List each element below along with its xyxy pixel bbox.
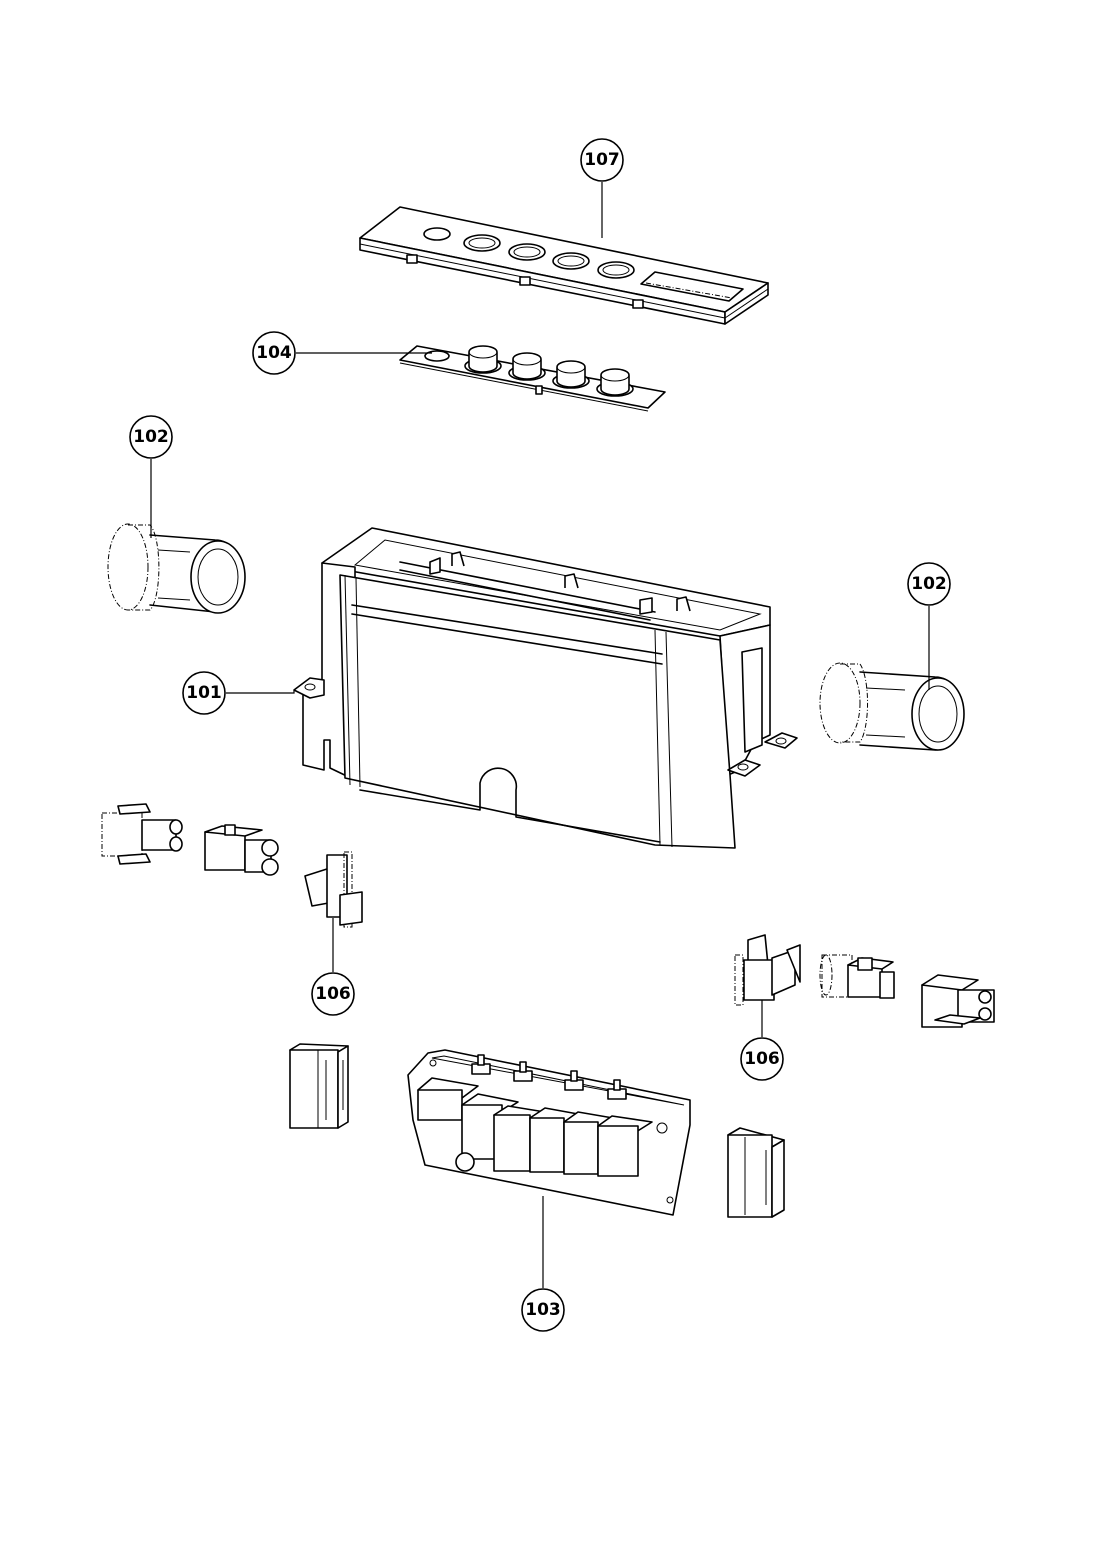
leader-lines (150, 182, 930, 1288)
left-connectors (101, 803, 279, 876)
callout-102-left: 102 (129, 415, 173, 459)
left-block (289, 1043, 349, 1129)
part-101-housing (293, 527, 798, 849)
callout-label: 103 (525, 1300, 561, 1320)
callout-label: 106 (744, 1049, 780, 1069)
callout-106-left: 106 (311, 972, 355, 1016)
callout-label: 106 (315, 984, 351, 1004)
pcb-tact-switches (471, 1054, 627, 1100)
pcb-relays (417, 1077, 653, 1177)
display-window (640, 271, 744, 302)
callout-label: 102 (911, 574, 947, 594)
callout-102-right: 102 (907, 562, 951, 606)
right-block (727, 1127, 785, 1218)
part-106-right-clip (734, 934, 801, 1006)
callout-label: 107 (584, 150, 620, 170)
callout-103: 103 (521, 1288, 565, 1332)
cover-button-holes (463, 234, 635, 279)
callout-107: 107 (580, 138, 624, 182)
callout-101: 101 (182, 671, 226, 715)
part-103-pcb (407, 1049, 691, 1216)
callout-label: 101 (186, 683, 222, 703)
push-buttons (464, 345, 634, 397)
callout-label: 104 (256, 343, 292, 363)
part-106-left-clip (304, 851, 363, 928)
callout-label: 102 (133, 427, 169, 447)
callout-104: 104 (252, 331, 296, 375)
part-102-right-holder (819, 662, 965, 751)
part-104-button-strip (399, 345, 666, 412)
right-connectors (819, 954, 995, 1028)
callout-106-right: 106 (740, 1037, 784, 1081)
part-107-control-panel-cover (359, 206, 769, 325)
part-102-left-holder (107, 523, 246, 614)
